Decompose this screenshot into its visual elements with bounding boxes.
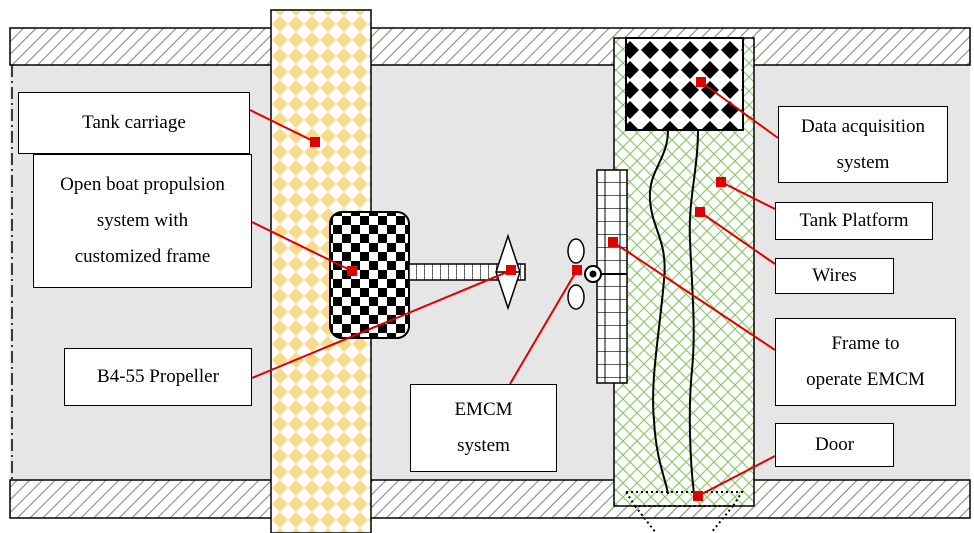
door-swing-right [710,505,734,533]
leader-open-boat [251,221,353,272]
leader-tank-platform [720,181,776,210]
label-data-acquisition-line2: system [836,151,890,173]
leader-door [697,455,776,497]
marker-b4-propeller [506,265,516,275]
label-wires: Wires [775,258,894,294]
leader-frame-emcm [612,241,776,351]
label-open-boat-line1: Open boat propulsion [60,174,225,195]
label-frame-emcm-line1: Frame to [831,333,900,354]
emcm-sensor-top [567,238,585,264]
door-outline [624,491,744,507]
marker-data-acquisition [696,77,706,87]
label-wires-text: Wires [812,265,857,286]
label-tank-carriage: Tank carriage [18,92,250,154]
emcm-sensor-bottom [567,284,585,310]
wire-left [648,129,669,495]
label-tank-platform-text: Tank Platform [799,210,909,231]
wire-right [688,129,699,495]
leader-tank-carriage [249,109,316,143]
label-b4-55-propeller-text: B4-55 Propeller [97,366,219,387]
leader-data-acquisition [700,81,779,139]
marker-frame-emcm [608,237,618,247]
label-data-acquisition-line1: Data acquisition [801,115,925,137]
leader-lines [249,81,779,497]
propulsion-system-body [329,211,410,339]
marker-tank-platform [716,177,726,187]
leader-emcm-system [509,269,578,385]
label-emcm-line1: EMCM [454,399,513,420]
markers [310,77,726,501]
label-emcm-system: EMCM system [410,384,557,472]
label-open-boat-propulsion: Open boat propulsion system with customi… [33,154,252,288]
label-b4-55-propeller: B4-55 Propeller [64,348,252,406]
leader-b4-propeller [251,269,513,379]
label-frame-emcm-line2: operate EMCM [806,369,925,390]
door-swing-left [634,505,657,533]
label-frame-to-operate-emcm: Frame to operate EMCM [775,318,956,406]
leader-wires [699,211,776,265]
data-acquisition-unit [625,37,744,131]
label-open-boat-line2: system with [96,210,189,231]
label-emcm-line2: system [457,435,510,456]
marker-door [693,491,703,501]
marker-tank-carriage [310,137,320,147]
marker-wires [695,207,705,217]
emcm-hub-inner [589,270,597,278]
label-tank-carriage-text: Tank carriage [82,112,186,133]
label-door: Door [775,423,894,467]
marker-open-boat [347,266,357,276]
label-tank-platform: Tank Platform [775,202,933,240]
label-open-boat-line3: customized frame [74,246,211,267]
tank-wall-bottom [9,479,971,519]
label-door-text: Door [814,434,855,455]
tank-wall-top [9,27,971,66]
marker-emcm-system [572,265,582,275]
label-data-acquisition: Data acquisition system [778,106,948,183]
